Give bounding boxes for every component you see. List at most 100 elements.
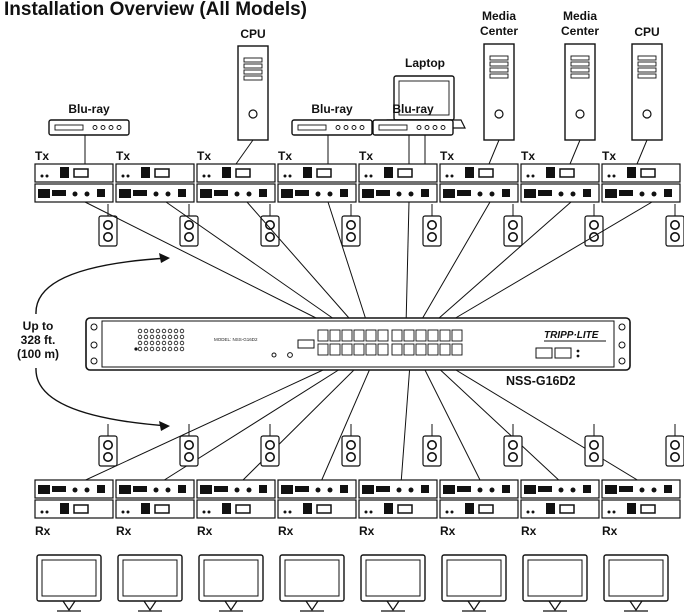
rx-cable <box>238 363 361 485</box>
power-outlet <box>341 204 361 247</box>
rx-cable <box>400 363 411 485</box>
power-outlet <box>584 424 604 467</box>
distance-arrows <box>35 253 170 431</box>
receiver-unit-label: Rx <box>35 524 51 538</box>
tx-cable <box>429 201 572 327</box>
source-label: Center <box>480 24 518 38</box>
rx-cable <box>319 363 373 485</box>
switch-port <box>403 329 415 342</box>
transmitter-unit: Tx <box>439 149 519 203</box>
source-cpu-icon <box>235 45 269 165</box>
rx-cable <box>445 363 645 485</box>
switch-brand-logo: TRIPP·LITE <box>544 330 599 341</box>
distance-line-1: Up to <box>23 319 54 333</box>
monitor-icon <box>360 554 426 612</box>
transmitter-unit-label: Tx <box>278 149 292 163</box>
monitor-icon <box>36 554 102 612</box>
switch-port <box>329 343 341 356</box>
source-tower-icon <box>564 43 596 165</box>
cable-lines <box>76 201 653 485</box>
transmitter-unit-label: Tx <box>521 149 535 163</box>
receiver-unit-label: Rx <box>278 524 294 538</box>
receiver-unit: Rx <box>34 479 114 538</box>
switch-port <box>341 329 353 342</box>
transmitter-unit: Tx <box>277 149 357 203</box>
receiver-unit: Rx <box>358 479 438 538</box>
switch-port <box>439 343 451 356</box>
receiver-unit-label: Rx <box>116 524 132 538</box>
transmitter-unit-label: Tx <box>440 149 454 163</box>
tx-cable <box>417 201 491 327</box>
power-outlet <box>260 424 280 467</box>
transmitter-unit: Tx <box>196 149 276 203</box>
source-label: Blu-ray <box>392 102 434 116</box>
transmitter-unit: Tx <box>34 149 114 203</box>
switch-port <box>391 329 403 342</box>
switch-port <box>451 343 463 356</box>
switch-port <box>353 329 365 342</box>
switch-led-grid <box>134 328 185 352</box>
switch-port <box>427 329 439 342</box>
transmitter-unit: Tx <box>358 149 438 203</box>
power-outlet <box>98 424 118 467</box>
receiver-unit: Rx <box>439 479 519 538</box>
source-label: CPU <box>634 25 659 39</box>
receiver-unit: Rx <box>277 479 357 538</box>
switch-port <box>341 343 353 356</box>
switch-port <box>451 329 463 342</box>
rx-cable <box>421 363 483 485</box>
switch-model-label: NSS-G16D2 <box>506 374 576 388</box>
switch-port <box>391 343 403 356</box>
receiver-unit-label: Rx <box>440 524 456 538</box>
power-outlet <box>422 424 442 467</box>
tx-cable <box>246 201 357 327</box>
power-outlet <box>665 204 684 247</box>
monitor-icon <box>603 554 669 612</box>
receiver-unit: Rx <box>601 479 681 538</box>
receiver-unit-label: Rx <box>602 524 618 538</box>
transmitter-unit-label: Tx <box>359 149 373 163</box>
source-label: Media <box>482 9 516 23</box>
source-label: Blu-ray <box>68 102 110 116</box>
source-bluray-icon <box>291 119 373 164</box>
receiver-unit-label: Rx <box>521 524 537 538</box>
power-outlet <box>179 424 199 467</box>
switch-port <box>439 329 451 342</box>
rx-cable <box>76 363 337 485</box>
switch-port <box>427 343 439 356</box>
tx-cable <box>327 201 369 327</box>
tx-cable <box>165 201 345 327</box>
power-outlet <box>98 204 118 247</box>
source-label: Blu-ray <box>311 102 353 116</box>
transmitter-unit: Tx <box>601 149 681 203</box>
switch-port <box>365 329 377 342</box>
source-label: Laptop <box>405 56 445 70</box>
monitor-row <box>36 554 669 612</box>
monitor-icon <box>117 554 183 612</box>
distance-line-3: (100 m) <box>17 347 59 361</box>
power-outlet <box>665 424 684 467</box>
source-label: Media <box>563 9 597 23</box>
source-bluray-icon <box>48 119 130 164</box>
transmitter-unit: Tx <box>115 149 195 203</box>
transmitter-outlets <box>98 204 684 247</box>
power-outlet <box>503 424 523 467</box>
power-outlet <box>503 204 523 247</box>
network-switch: MODEL: NSS-G16D2 TRIPP·LITE <box>85 317 631 371</box>
switch-panel-model: MODEL: NSS-G16D2 <box>214 337 258 342</box>
switch-ports <box>317 329 463 356</box>
tx-cable <box>441 201 653 327</box>
monitor-icon <box>279 554 345 612</box>
switch-port <box>317 329 329 342</box>
source-label: Center <box>561 24 599 38</box>
source-bluray-icon <box>372 119 454 164</box>
transmitter-unit-label: Tx <box>602 149 616 163</box>
rx-cable <box>433 363 564 485</box>
switch-port <box>353 343 365 356</box>
receiver-unit: Rx <box>520 479 600 538</box>
receiver-unit: Rx <box>196 479 276 538</box>
switch-port <box>415 329 427 342</box>
